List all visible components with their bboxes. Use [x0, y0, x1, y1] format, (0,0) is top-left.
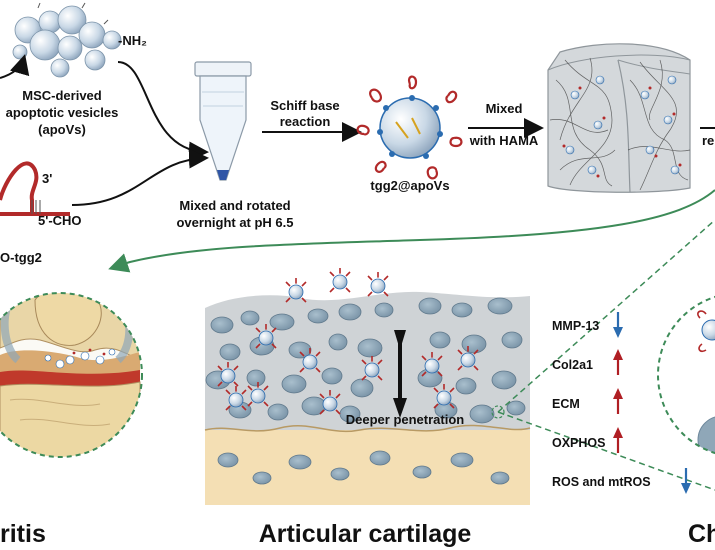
tgg2-apov-vesicle	[255, 324, 277, 349]
cell	[321, 367, 343, 385]
apovs-label-line1: MSC-derived	[22, 88, 102, 103]
cell	[330, 467, 350, 481]
cell	[429, 331, 451, 349]
tgg2-apov-vesicle	[329, 268, 351, 293]
cell	[252, 471, 272, 485]
cell	[418, 297, 442, 315]
cell	[269, 313, 295, 331]
tgg2-apov-vesicle	[433, 384, 455, 409]
tgg2-apov-vesicle	[299, 348, 321, 373]
cell	[455, 377, 477, 395]
tgg2-apov-vesicle	[457, 346, 479, 371]
cell	[219, 343, 241, 361]
apovs-label-line2: apoptotic vesicles	[6, 105, 119, 120]
cell	[288, 454, 312, 470]
marker-label-1: MMP-13	[552, 319, 599, 333]
cell	[501, 331, 523, 349]
cell	[461, 334, 487, 354]
penetrating-vesicles	[217, 268, 479, 415]
tgg2-apov-vesicle	[217, 362, 239, 387]
conjugate-label: tgg2@apoVs	[370, 178, 449, 193]
cell	[469, 404, 495, 424]
incoming-arrow	[0, 54, 30, 79]
prime-3-label: 3'	[42, 171, 52, 186]
cell	[357, 338, 383, 358]
penetration-label: Deeper penetration	[346, 412, 465, 427]
cell	[281, 374, 307, 394]
cell	[450, 452, 474, 468]
apovs-label-line3: (apoVs)	[38, 122, 86, 137]
down-arrow-icon	[613, 312, 623, 338]
cell	[217, 452, 239, 468]
up-arrow-icon	[613, 388, 623, 414]
tgg2-apov-vesicle	[225, 386, 247, 411]
marker-label-4: OXPHOS	[552, 436, 606, 450]
hama-label-line1: Mixed	[486, 101, 523, 116]
cell	[307, 308, 329, 324]
tgg2-apov-vesicle	[319, 390, 341, 415]
tube-icon	[194, 61, 252, 181]
cell	[412, 465, 432, 479]
tgg2-apov-vesicle	[285, 278, 307, 303]
hama-label-line2: with HAMA	[469, 133, 539, 148]
penetration-arrow-top	[394, 330, 406, 350]
marker-label-5: ROS and mtROS	[552, 475, 651, 489]
cell	[246, 369, 266, 387]
green-return-arrow	[108, 189, 715, 273]
tgg2-apov-vesicle	[421, 352, 443, 377]
up-arrow-icon	[613, 427, 623, 453]
tgg2-label: O-tgg2	[0, 250, 42, 265]
cell	[451, 302, 473, 318]
cell	[267, 403, 289, 421]
callout-origin	[491, 405, 505, 419]
cell	[288, 341, 312, 359]
chondrocyte-cells	[205, 297, 526, 485]
cell	[240, 310, 260, 326]
cell	[210, 316, 234, 334]
hydrogel-block	[547, 43, 691, 193]
tgg2-apov-vesicle	[367, 272, 389, 297]
title-articular-cartilage: Articular cartilage	[259, 520, 472, 548]
amine-label: -NH₂	[118, 33, 147, 48]
title-arthritis: ritis	[0, 520, 46, 548]
cell	[490, 471, 510, 485]
cell	[374, 302, 394, 318]
schiff-label-line2: reaction	[280, 114, 331, 129]
down-arrow-icon	[681, 468, 691, 494]
cut-label: re	[702, 133, 714, 148]
cell	[487, 297, 513, 315]
tgg2-apov-vesicle	[361, 356, 383, 381]
chondrocyte-closeup	[657, 293, 715, 457]
aptamer-to-tube-arrow	[71, 148, 209, 206]
cell	[338, 303, 362, 321]
callout-line-bottom	[497, 411, 715, 491]
cell	[491, 370, 517, 390]
schiff-label-line1: Schiff base	[270, 98, 339, 113]
up-arrow-icon	[613, 349, 623, 375]
cell	[506, 400, 526, 416]
tgg2-apov-vesicle	[247, 382, 269, 407]
vesicle-to-tube-arrow	[117, 61, 209, 162]
conjugate-vesicle	[356, 75, 463, 180]
mix-label-line1: Mixed and rotated	[179, 198, 290, 213]
mix-label-line2: overnight at pH 6.5	[176, 215, 293, 230]
title-chondrocyte: Ch	[688, 520, 715, 548]
joint-illustration	[0, 292, 143, 458]
callout-line-top	[497, 219, 715, 413]
prime-5-label: 5'-CHO	[38, 213, 82, 228]
cell	[350, 378, 374, 398]
cell	[328, 333, 348, 351]
aptamer-strand	[0, 161, 70, 216]
marker-label-3: ECM	[552, 397, 580, 411]
penetration-arrow-head	[393, 398, 407, 418]
cell	[369, 450, 391, 466]
marker-label-2: Col2a1	[552, 358, 593, 372]
vesicle-cluster	[12, 2, 122, 78]
